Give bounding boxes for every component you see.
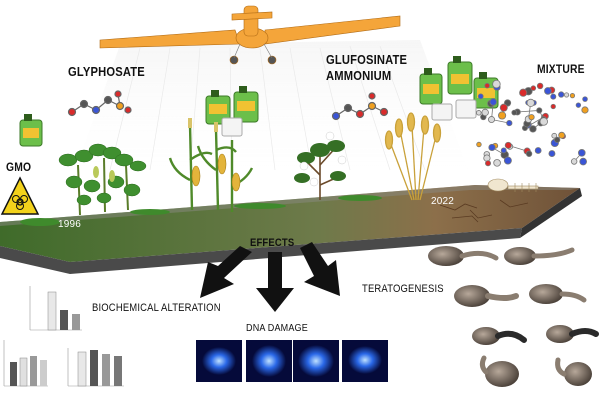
atom xyxy=(488,143,496,152)
atom xyxy=(530,85,537,91)
atom xyxy=(493,159,501,167)
corn-plant-icon xyxy=(168,118,254,212)
atom xyxy=(554,136,561,143)
atom xyxy=(485,160,492,167)
biohazard-icon xyxy=(0,176,40,215)
atom xyxy=(550,93,557,100)
atom xyxy=(489,98,497,106)
tadpole-4 xyxy=(529,284,587,304)
atom xyxy=(582,96,588,102)
atom xyxy=(528,114,535,121)
bar-chart-left xyxy=(3,340,48,387)
atom xyxy=(558,91,565,98)
glyphosate-label: GLYPHOSATE xyxy=(68,64,145,79)
tadpole-3 xyxy=(454,285,519,307)
atom xyxy=(500,147,507,154)
atom xyxy=(544,87,552,95)
airplane-icon xyxy=(99,5,401,65)
atom xyxy=(492,79,501,89)
tadpole-1 xyxy=(428,246,499,266)
molecule-icon xyxy=(67,90,132,117)
atom xyxy=(481,108,489,117)
atom xyxy=(477,93,484,100)
atom xyxy=(548,150,556,158)
atom xyxy=(499,103,508,112)
cotton-plant-icon xyxy=(294,131,347,200)
molecule-icon xyxy=(476,79,589,167)
herbicide-canister-icon xyxy=(419,56,499,121)
effects-label: EFFECTS xyxy=(250,237,295,249)
atom xyxy=(476,110,482,116)
timeline-start-year: 1996 xyxy=(58,219,82,230)
biochemical-alteration-label: BIOCHEMICAL ALTERATION xyxy=(92,302,221,314)
ground-vegetation xyxy=(20,195,382,226)
atom xyxy=(579,157,587,166)
atom xyxy=(526,98,535,107)
herbicide-canister-icon xyxy=(205,86,259,137)
atom xyxy=(558,131,566,139)
tadpole-7 xyxy=(479,355,519,387)
gmo-label: GMO xyxy=(6,160,32,174)
atom xyxy=(511,109,518,116)
atom xyxy=(536,107,543,114)
atom xyxy=(563,92,570,98)
bar-chart-right xyxy=(67,348,124,387)
atom xyxy=(529,125,537,133)
tadpole-images xyxy=(428,246,599,387)
atom xyxy=(488,116,496,124)
atom xyxy=(476,141,482,148)
atom xyxy=(550,103,556,110)
mixture-label: MIXTURE xyxy=(537,62,585,76)
atom xyxy=(570,158,578,165)
atom xyxy=(534,147,542,154)
atom xyxy=(504,141,512,149)
soybean-plant-icon xyxy=(58,143,147,216)
teratogenesis-label: TERATOGENESIS xyxy=(362,283,444,295)
atom xyxy=(551,132,558,139)
atom xyxy=(484,82,490,89)
tadpole-5 xyxy=(472,327,527,345)
effect-arrows xyxy=(200,242,340,312)
atom xyxy=(536,82,544,90)
comet-assay-images xyxy=(196,340,388,382)
atom xyxy=(498,111,507,120)
atom xyxy=(581,106,589,114)
skeleton-icon xyxy=(487,178,539,192)
atom xyxy=(503,156,512,165)
atom xyxy=(575,102,582,108)
atom xyxy=(483,154,491,162)
wheat-plant-icon xyxy=(384,112,442,201)
tadpole-2 xyxy=(504,247,575,265)
glufosinate-line1: GLUFOSINATE xyxy=(326,52,408,67)
atom xyxy=(506,119,513,127)
glufosinate-ammonium-label: GLUFOSINATE AMMONIUM xyxy=(326,52,407,84)
glufosinate-line2: AMMONIUM xyxy=(326,68,392,83)
atom xyxy=(539,117,548,126)
atom xyxy=(519,88,528,97)
timeline-end-year: 2022 xyxy=(431,196,455,207)
tadpole-8 xyxy=(555,357,592,386)
dna-damage-label: DNA DAMAGE xyxy=(246,322,308,334)
bar-chart-top xyxy=(29,286,82,331)
herbicide-canister-icon xyxy=(19,114,43,147)
molecule-icon xyxy=(331,92,389,121)
tadpole-6 xyxy=(546,325,599,343)
atom xyxy=(569,93,576,99)
atom xyxy=(525,150,533,157)
atom xyxy=(578,149,586,157)
